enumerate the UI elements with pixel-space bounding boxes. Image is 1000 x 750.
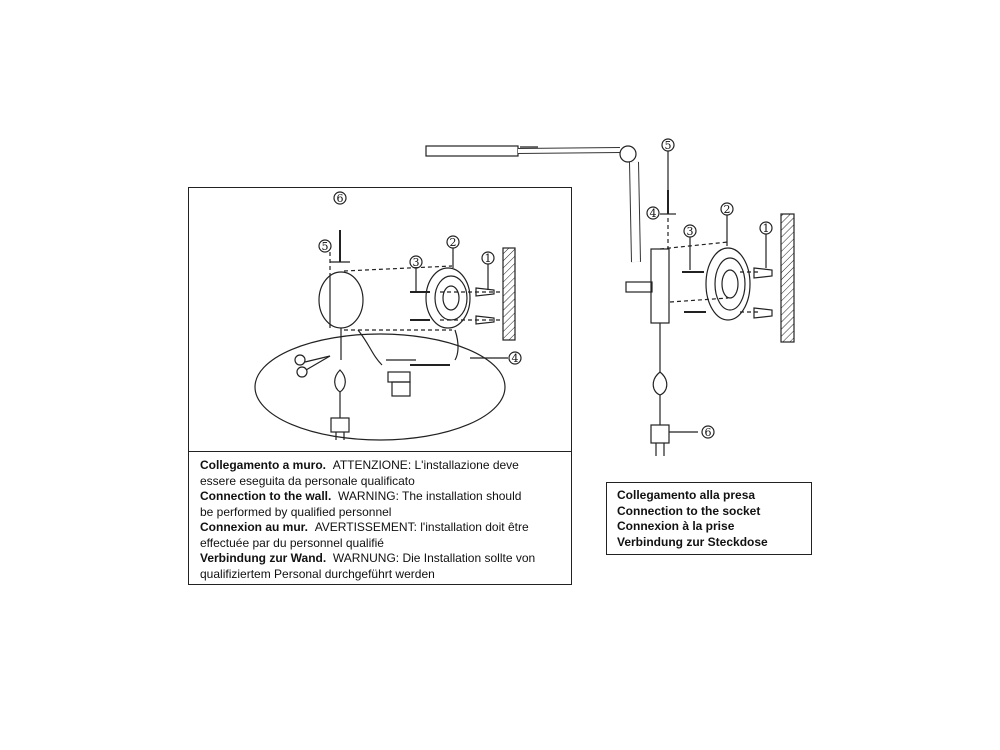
caption-line: Verbindung zur Wand. WARNUNG: Die Instal…	[200, 551, 536, 565]
cord-loop-left	[334, 369, 346, 393]
lamp-base-block	[650, 248, 670, 324]
wall-mount-drawing	[254, 230, 516, 441]
plug-right	[650, 424, 670, 444]
wall-mount-caption: Collegamento a muro. ATTENZIONE: L'insta…	[188, 451, 572, 585]
wall-hatch-left	[502, 247, 516, 341]
callout-3-left: 3	[413, 256, 420, 269]
caption-line: Connection to the wall. WARNING: The ins…	[200, 489, 522, 503]
lamp-head-detail	[387, 371, 411, 383]
callout-1-left: 1	[485, 252, 492, 265]
callout-2-left: 2	[450, 236, 457, 249]
caption-line: essere eseguita da personale qualificato	[200, 473, 415, 488]
callout-5-right: 5	[665, 139, 672, 152]
detail-ellipse	[254, 333, 506, 441]
callout-1-right: 1	[763, 222, 770, 235]
callout-3-right: 3	[687, 225, 694, 238]
scissors-icon	[294, 354, 331, 378]
mounting-plate	[425, 267, 471, 329]
callout-6-left: 6	[337, 192, 344, 205]
callout-4-right: 4	[650, 207, 657, 220]
caption-line: Connexion au mur. AVERTISSEMENT: l'insta…	[200, 520, 529, 534]
callout-5-left: 5	[322, 240, 329, 253]
callout-4-left: 4	[512, 352, 519, 365]
callout-6-right: 6	[705, 426, 712, 439]
socket-caption: Collegamento alla presa Connection to th…	[606, 482, 812, 555]
socket-line-it: Collegamento alla presa	[617, 488, 756, 502]
cord-loop-right	[652, 371, 668, 396]
callout-2-right: 2	[724, 203, 731, 216]
caption-line: Collegamento a muro. ATTENZIONE: L'insta…	[200, 458, 519, 472]
socket-line-de: Verbindung zur Steckdose	[617, 534, 768, 549]
wall-mount-panel	[188, 187, 572, 585]
lamp-joint	[619, 145, 637, 163]
wall-hatch-right	[780, 213, 795, 343]
caption-line: qualifiziertem Personal durchgeführt wer…	[200, 566, 435, 581]
caption-line: be performed by qualified personnel	[200, 504, 392, 519]
caption-line: effectuée par du personnel qualifié	[200, 535, 384, 550]
mounting-plate-right	[705, 247, 751, 321]
plug-left	[330, 417, 350, 433]
lamp-head	[425, 145, 519, 157]
socket-drawing	[425, 145, 795, 456]
callouts	[318, 138, 773, 439]
socket-line-en: Connection to the socket	[617, 503, 761, 518]
base-cover-ellipse	[318, 271, 364, 329]
socket-line-fr: Connexion à la prise	[617, 519, 735, 533]
